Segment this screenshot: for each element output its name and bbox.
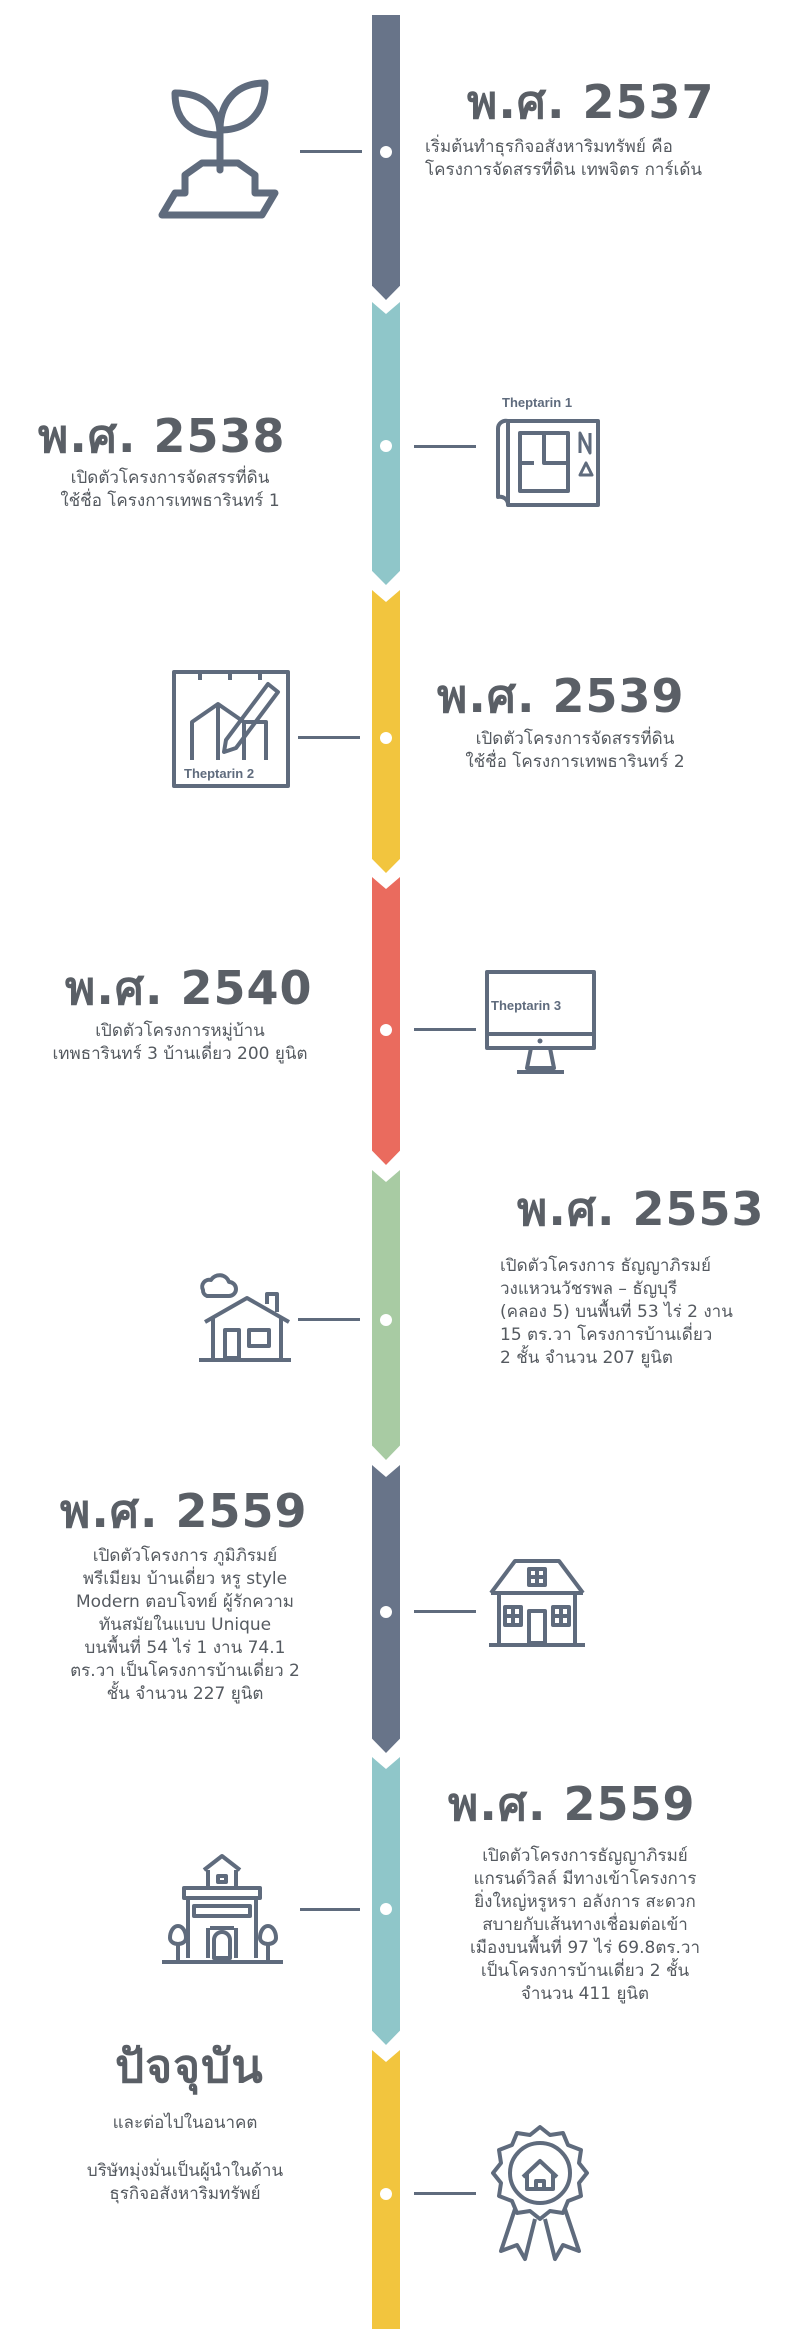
event-year: พ.ศ. 2553 xyxy=(517,1182,765,1236)
event-description: เปิดตัวโครงการ ภูมิภิรมย์ พรีเมียม บ้านเ… xyxy=(70,1546,300,1704)
event-subtitle: และต่อไปในอนาคต xyxy=(112,2113,258,2133)
timeline-segment xyxy=(372,590,400,873)
connector-line xyxy=(298,1318,360,1321)
event-description: เปิดตัวโครงการธัญญาภิรมย์ แกรนด์วิลล์ มี… xyxy=(469,1846,700,2004)
timeline-dot xyxy=(380,1903,392,1915)
timeline-dot xyxy=(380,440,392,452)
icon-label: Theptarin 2 xyxy=(184,766,254,781)
event-description: เริ่มต้นทำธุรกิจอสังหาริมทรัพย์ คือ โครง… xyxy=(425,137,703,180)
house-cloud-icon xyxy=(195,1270,295,1365)
sprout-icon xyxy=(150,75,290,225)
connector-line xyxy=(298,736,360,739)
connector-line xyxy=(414,445,476,448)
timeline-dot xyxy=(380,1024,392,1036)
icon-label: Theptarin 1 xyxy=(502,395,572,410)
timeline-dot xyxy=(380,146,392,158)
blueprint-icon: Theptarin 1 xyxy=(490,393,610,513)
event-description: เปิดตัวโครงการจัดสรรที่ดิน ใช้ชื่อ โครงก… xyxy=(60,468,280,511)
connector-line xyxy=(414,1610,476,1613)
house-icon xyxy=(487,1555,587,1650)
timeline-dot xyxy=(380,2188,392,2200)
timeline-segment xyxy=(372,1757,400,2045)
monitor-icon: Theptarin 3 xyxy=(483,968,598,1078)
connector-line xyxy=(414,1028,476,1031)
timeline-dot xyxy=(380,732,392,744)
timeline-dot xyxy=(380,1606,392,1618)
villa-trees-icon xyxy=(160,1848,285,1973)
plan-pencil-icon: Theptarin 2 xyxy=(170,668,292,790)
connector-line xyxy=(300,1908,360,1911)
event-year: พ.ศ. 2538 xyxy=(38,409,286,463)
event-year: พ.ศ. 2559 xyxy=(60,1484,308,1538)
icon-label: Theptarin 3 xyxy=(491,998,561,1013)
timeline-segment xyxy=(372,877,400,1165)
event-year: ปัจจุบัน xyxy=(115,2039,264,2093)
award-badge-icon xyxy=(485,2123,595,2273)
event-description: เปิดตัวโครงการหมู่บ้าน เทพธารินทร์ 3 บ้า… xyxy=(52,1021,308,1064)
event-year: พ.ศ. 2559 xyxy=(448,1777,696,1831)
timeline-dot xyxy=(380,1314,392,1326)
event-description: เปิดตัวโครงการจัดสรรที่ดิน ใช้ชื่อ โครงก… xyxy=(465,729,685,772)
event-year: พ.ศ. 2540 xyxy=(65,961,313,1015)
event-description: เปิดตัวโครงการ ธัญญาภิรมย์ วงแหวนวัชรพล … xyxy=(500,1256,733,1368)
event-description: บริษัทมุ่งมั่นเป็นผู้นำในด้าน ธุรกิจอสัง… xyxy=(86,2161,284,2204)
connector-line xyxy=(414,2192,476,2195)
event-year: พ.ศ. 2537 xyxy=(467,75,715,129)
connector-line xyxy=(300,150,362,153)
event-year: พ.ศ. 2539 xyxy=(437,669,685,723)
